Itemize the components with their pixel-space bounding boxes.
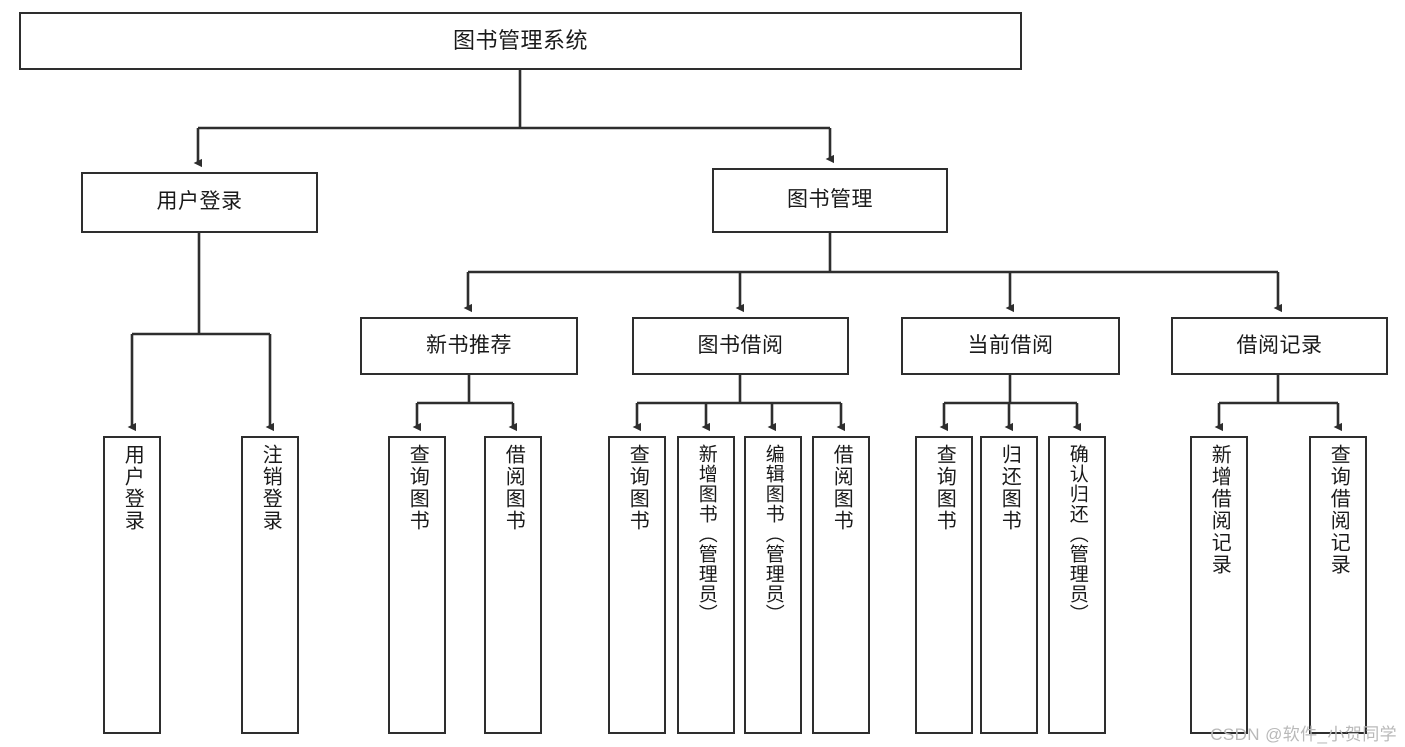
node-root-label: 图书管理系统 bbox=[452, 28, 588, 54]
node-borrow-record[interactable]: 借阅记录 bbox=[1171, 317, 1388, 375]
node-leaf-add-book-label: 新增图书（管理员） bbox=[695, 444, 717, 624]
node-current-borrow-label: 当前借阅 bbox=[967, 333, 1054, 357]
node-leaf-add-borrow-record[interactable]: 新增借阅记录 bbox=[1190, 436, 1248, 734]
node-leaf-query-book-3-label: 查询图书 bbox=[933, 444, 956, 532]
node-book-management[interactable]: 图书管理 bbox=[712, 168, 948, 233]
node-leaf-confirm-return-label: 确认归还（管理员） bbox=[1066, 444, 1088, 624]
node-leaf-add-book[interactable]: 新增图书（管理员） bbox=[677, 436, 735, 734]
node-leaf-borrow-book-2-label: 借阅图书 bbox=[830, 444, 853, 532]
node-leaf-confirm-return[interactable]: 确认归还（管理员） bbox=[1048, 436, 1106, 734]
node-borrow-record-label: 借阅记录 bbox=[1236, 333, 1323, 357]
node-current-borrow[interactable]: 当前借阅 bbox=[901, 317, 1120, 375]
node-leaf-borrow-book-1-label: 借阅图书 bbox=[502, 444, 525, 532]
node-leaf-borrow-book-1[interactable]: 借阅图书 bbox=[484, 436, 542, 734]
node-book-management-label: 图书管理 bbox=[787, 188, 873, 212]
node-leaf-borrow-book-2[interactable]: 借阅图书 bbox=[812, 436, 870, 734]
node-leaf-query-book-1-label: 查询图书 bbox=[406, 444, 429, 532]
node-leaf-query-borrow-record-label: 查询借阅记录 bbox=[1327, 444, 1350, 576]
node-user-login-label: 用户登录 bbox=[156, 190, 243, 214]
node-leaf-query-book-2-label: 查询图书 bbox=[626, 444, 649, 532]
node-leaf-query-book-1[interactable]: 查询图书 bbox=[388, 436, 446, 734]
node-leaf-user-login-label: 用户登录 bbox=[121, 444, 144, 532]
node-new-book-recommend[interactable]: 新书推荐 bbox=[360, 317, 578, 375]
node-new-book-recommend-label: 新书推荐 bbox=[426, 333, 512, 357]
node-leaf-query-borrow-record[interactable]: 查询借阅记录 bbox=[1309, 436, 1367, 734]
node-book-borrow[interactable]: 图书借阅 bbox=[632, 317, 849, 375]
node-leaf-logout-label: 注销登录 bbox=[259, 444, 282, 532]
node-book-borrow-label: 图书借阅 bbox=[697, 333, 784, 357]
node-root[interactable]: 图书管理系统 bbox=[19, 12, 1022, 70]
node-leaf-user-login[interactable]: 用户登录 bbox=[103, 436, 161, 734]
node-user-login[interactable]: 用户登录 bbox=[81, 172, 318, 233]
node-leaf-edit-book-label: 编辑图书（管理员） bbox=[762, 444, 784, 624]
node-leaf-edit-book[interactable]: 编辑图书（管理员） bbox=[744, 436, 802, 734]
watermark-text: CSDN @软件_小贺同学 bbox=[1210, 725, 1397, 744]
node-leaf-return-book-label: 归还图书 bbox=[998, 444, 1021, 532]
node-leaf-logout[interactable]: 注销登录 bbox=[241, 436, 299, 734]
node-leaf-query-book-3[interactable]: 查询图书 bbox=[915, 436, 973, 734]
node-leaf-query-book-2[interactable]: 查询图书 bbox=[608, 436, 666, 734]
node-leaf-return-book[interactable]: 归还图书 bbox=[980, 436, 1038, 734]
node-leaf-add-borrow-record-label: 新增借阅记录 bbox=[1208, 444, 1231, 576]
